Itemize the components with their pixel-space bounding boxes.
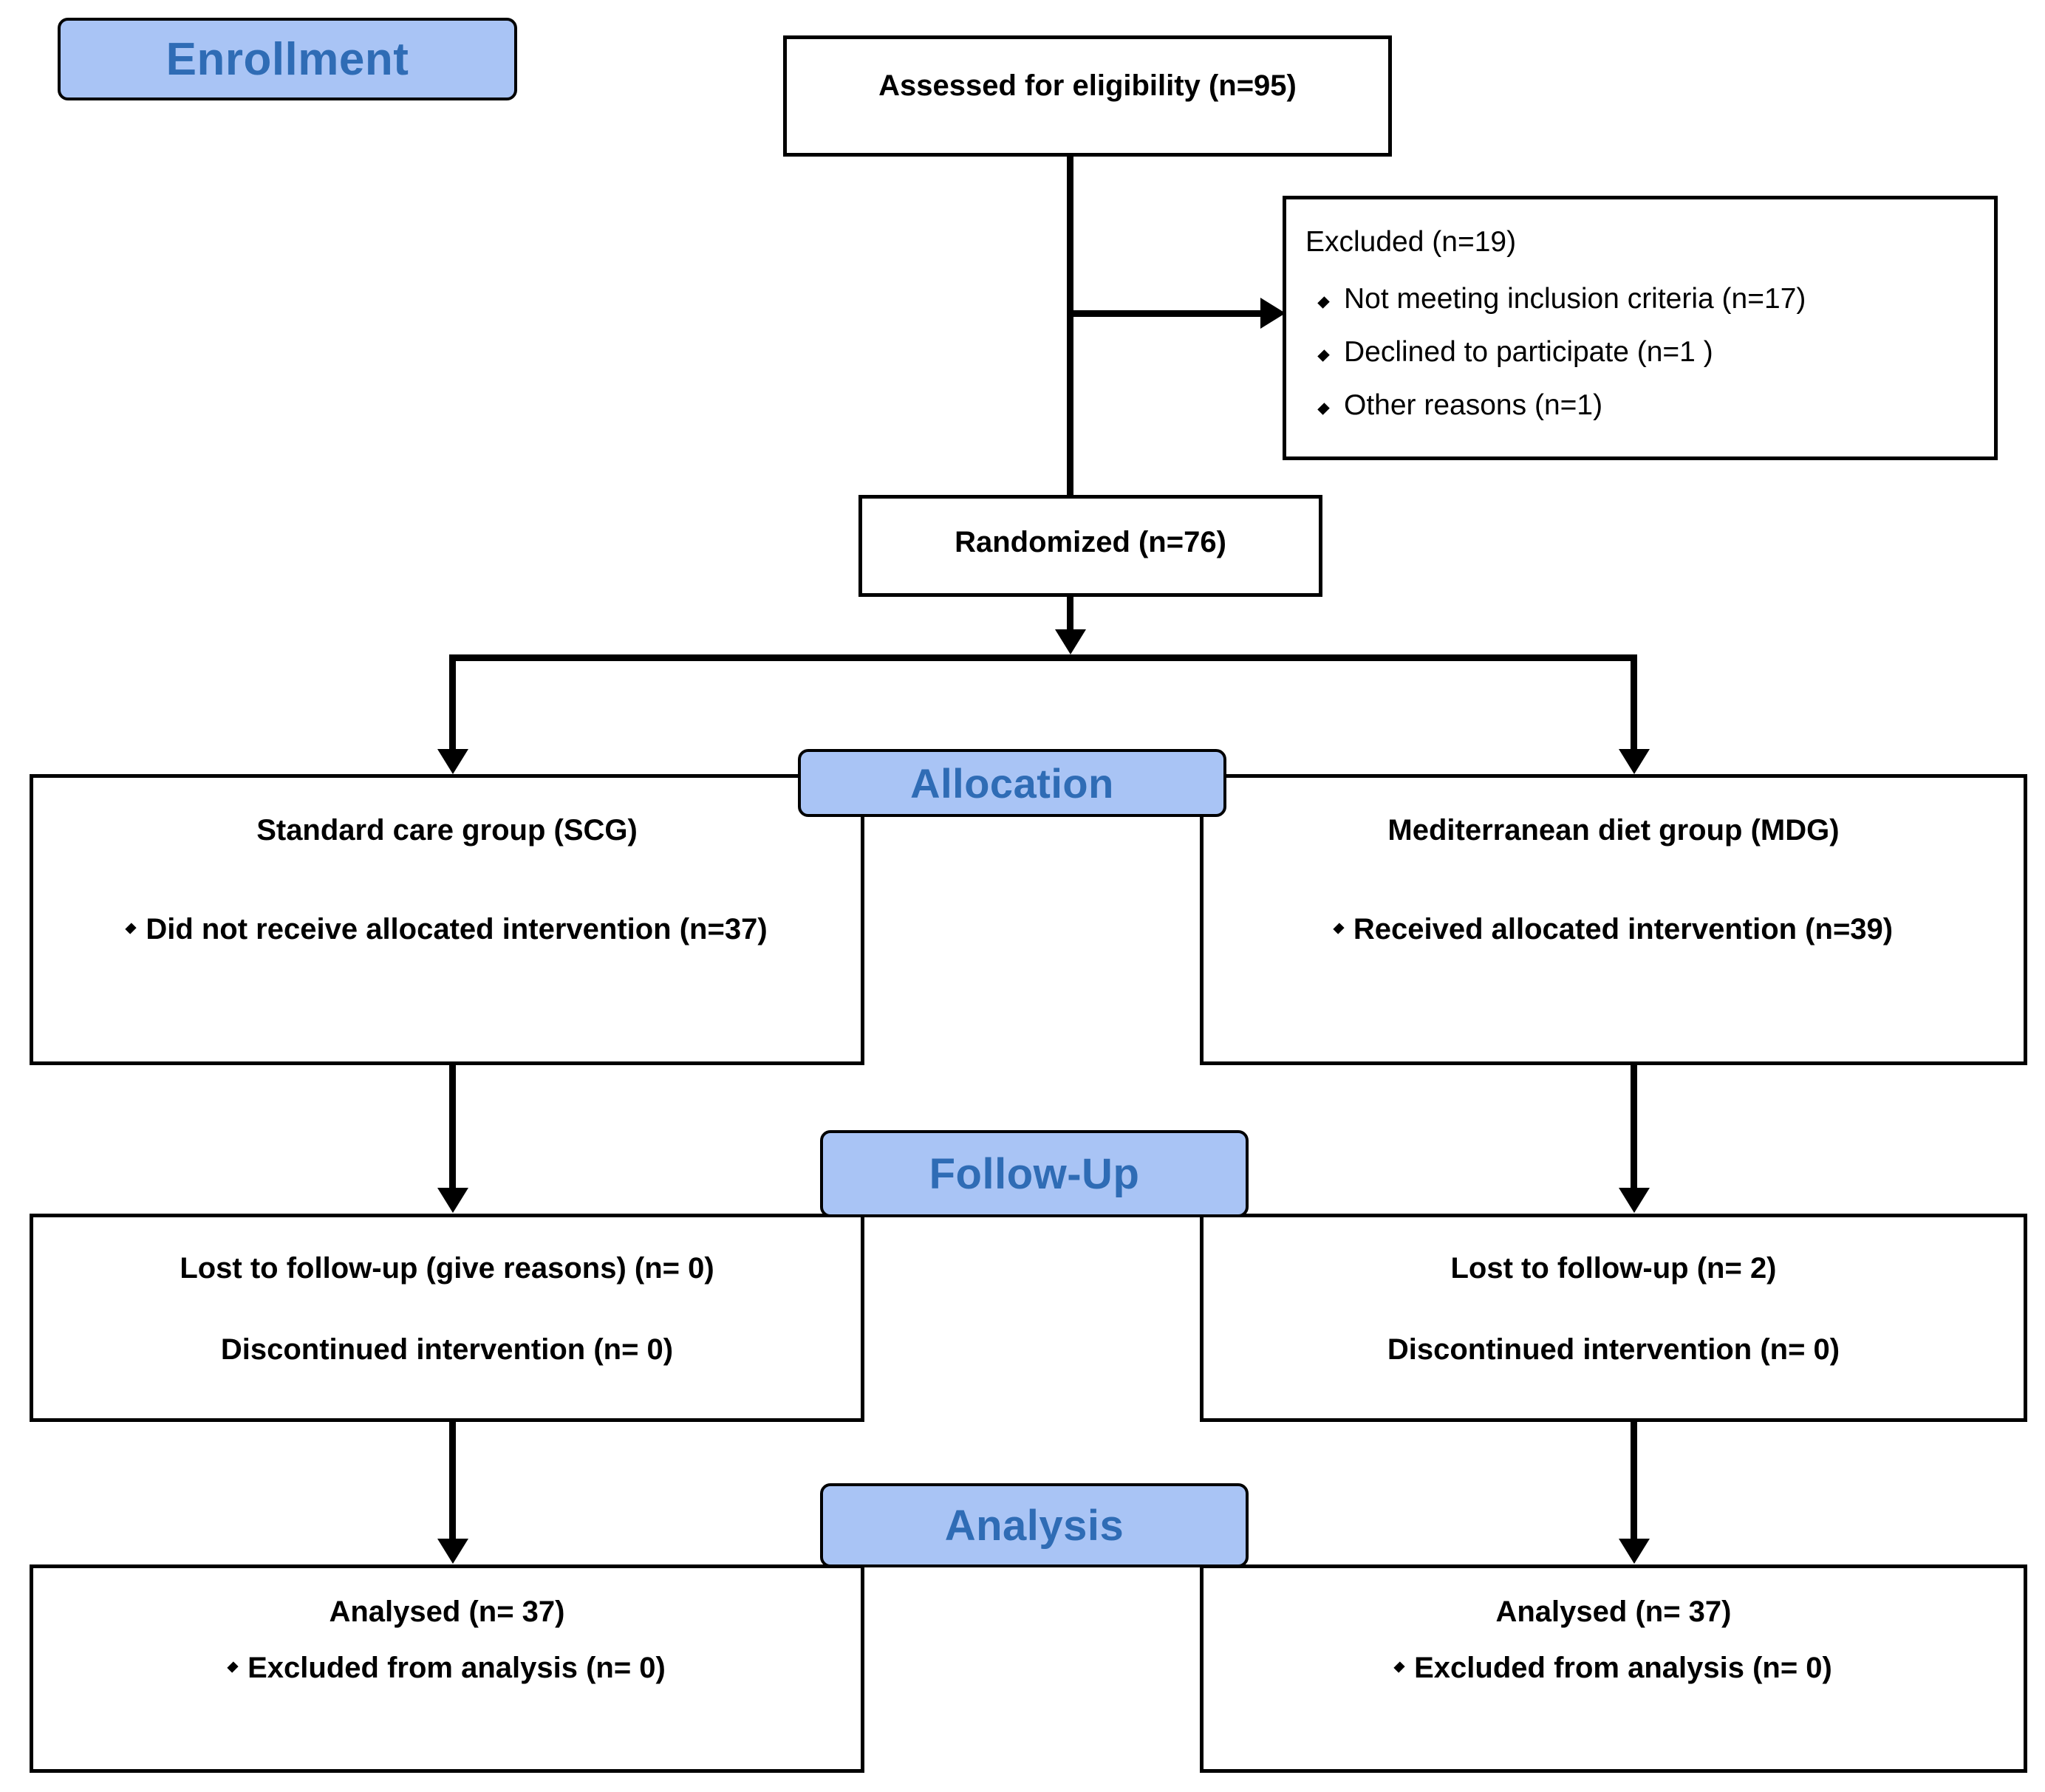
- analysis-right-excluded-wrap: Excluded from analysis (n= 0): [1204, 1649, 2024, 1686]
- list-item: Not meeting inclusion criteria (n=17): [1305, 283, 1975, 315]
- connector-left-allocation-to-followup: [449, 1065, 456, 1189]
- randomized-text-wrap: Randomized (n=76): [862, 524, 1319, 561]
- allocation-left-title: Standard care group (SCG): [256, 814, 638, 847]
- analysis-left-analysed-wrap: Analysed (n= 37): [33, 1593, 861, 1630]
- connector-split-bar: [449, 654, 1637, 661]
- diamond-bullet-icon: [1393, 1661, 1405, 1674]
- box-followup-left: Lost to follow-up (give reasons) (n= 0) …: [30, 1214, 864, 1422]
- excluded-reason-text: Other reasons (n=1): [1344, 389, 1603, 421]
- followup-right-line2-wrap: Discontinued intervention (n= 0): [1204, 1331, 2024, 1368]
- arrowhead-to-left-followup: [437, 1188, 468, 1213]
- allocation-right-item-wrap: Received allocated intervention (n=39): [1204, 911, 2024, 948]
- analysis-right-analysed-wrap: Analysed (n= 37): [1204, 1593, 2024, 1630]
- diamond-bullet-icon: [1317, 296, 1330, 309]
- followup-right-discontinued-text: Discontinued intervention (n= 0): [1387, 1333, 1840, 1366]
- box-analysis-left: Analysed (n= 37) Excluded from analysis …: [30, 1564, 864, 1773]
- followup-right-lost-text: Lost to follow-up (n= 2): [1450, 1252, 1777, 1285]
- arrowhead-to-left-allocation: [437, 749, 468, 774]
- connector-right-allocation-to-followup: [1631, 1065, 1637, 1189]
- allocation-left-item-text: Did not receive allocated intervention (…: [146, 913, 768, 945]
- connector-eligibility-to-randomized: [1067, 157, 1073, 495]
- arrowhead-to-right-analysis: [1619, 1539, 1650, 1564]
- analysis-left-excluded-wrap: Excluded from analysis (n= 0): [33, 1649, 861, 1686]
- box-followup-right: Lost to follow-up (n= 2) Discontinued in…: [1200, 1214, 2027, 1422]
- arrowhead-to-excluded: [1260, 298, 1286, 329]
- allocation-left-item-wrap: Did not receive allocated intervention (…: [33, 911, 861, 948]
- connector-split-left-drop: [449, 654, 456, 750]
- connector-randomized-stem: [1067, 597, 1073, 632]
- analysis-right-analysed-text: Analysed (n= 37): [1495, 1596, 1732, 1628]
- connector-eligibility-to-excluded: [1067, 310, 1268, 317]
- stage-label-analysis: Analysis: [944, 1501, 1124, 1550]
- box-excluded: Excluded (n=19) Not meeting inclusion cr…: [1283, 196, 1998, 460]
- box-allocation-right: Mediterranean diet group (MDG) Received …: [1200, 774, 2027, 1065]
- box-allocation-left: Standard care group (SCG) Did not receiv…: [30, 774, 864, 1065]
- followup-left-discontinued-text: Discontinued intervention (n= 0): [220, 1333, 674, 1366]
- analysis-left-analysed-text: Analysed (n= 37): [329, 1596, 565, 1628]
- diamond-bullet-icon: [1317, 403, 1330, 415]
- followup-left-lost-text: Lost to follow-up (give reasons) (n= 0): [180, 1252, 714, 1285]
- arrowhead-randomized-to-split: [1055, 629, 1086, 654]
- followup-right-line1-wrap: Lost to follow-up (n= 2): [1204, 1250, 2024, 1287]
- stage-badge-enrollment: Enrollment: [58, 18, 517, 100]
- excluded-reason-list: Not meeting inclusion criteria (n=17) De…: [1305, 283, 1975, 422]
- diamond-bullet-icon: [1333, 923, 1345, 935]
- box-analysis-right: Analysed (n= 37) Excluded from analysis …: [1200, 1564, 2027, 1773]
- diamond-bullet-icon: [1317, 349, 1330, 362]
- excluded-content: Excluded (n=19) Not meeting inclusion cr…: [1286, 225, 1994, 442]
- stage-label-allocation: Allocation: [910, 759, 1114, 807]
- allocation-right-item-text: Received allocated intervention (n=39): [1353, 913, 1894, 945]
- allocation-right-title-wrap: Mediterranean diet group (MDG): [1204, 812, 2024, 849]
- stage-badge-allocation: Allocation: [798, 749, 1226, 817]
- allocation-left-title-wrap: Standard care group (SCG): [33, 812, 861, 849]
- excluded-reason-text: Declined to participate (n=1 ): [1344, 335, 1713, 368]
- connector-right-followup-to-analysis: [1631, 1422, 1637, 1540]
- stage-badge-followup: Follow-Up: [820, 1130, 1249, 1217]
- assessed-for-eligibility-text: Assessed for eligibility (n=95): [878, 69, 1297, 102]
- connector-left-followup-to-analysis: [449, 1422, 456, 1540]
- arrowhead-to-right-allocation: [1619, 749, 1650, 774]
- diamond-bullet-icon: [227, 1661, 239, 1674]
- analysis-left-excluded-text: Excluded from analysis (n= 0): [247, 1652, 666, 1684]
- arrowhead-to-right-followup: [1619, 1188, 1650, 1213]
- randomized-text: Randomized (n=76): [955, 526, 1226, 558]
- arrowhead-to-left-analysis: [437, 1539, 468, 1564]
- excluded-reason-text: Not meeting inclusion criteria (n=17): [1344, 282, 1806, 315]
- box-randomized: Randomized (n=76): [858, 495, 1322, 597]
- box-assessed-for-eligibility: Assessed for eligibility (n=95): [783, 35, 1392, 157]
- diamond-bullet-icon: [125, 923, 137, 935]
- analysis-right-excluded-text: Excluded from analysis (n= 0): [1414, 1652, 1832, 1684]
- stage-badge-analysis: Analysis: [820, 1483, 1249, 1567]
- list-item: Other reasons (n=1): [1305, 389, 1975, 422]
- list-item: Declined to participate (n=1 ): [1305, 336, 1975, 369]
- connector-split-right-drop: [1631, 654, 1637, 750]
- allocation-right-title: Mediterranean diet group (MDG): [1387, 814, 1840, 847]
- stage-label-enrollment: Enrollment: [165, 33, 409, 85]
- excluded-heading: Excluded (n=19): [1305, 226, 1517, 258]
- stage-label-followup: Follow-Up: [929, 1149, 1140, 1198]
- assessed-text-wrap: Assessed for eligibility (n=95): [787, 67, 1388, 104]
- followup-left-line2-wrap: Discontinued intervention (n= 0): [33, 1331, 861, 1368]
- followup-left-line1-wrap: Lost to follow-up (give reasons) (n= 0): [33, 1250, 861, 1287]
